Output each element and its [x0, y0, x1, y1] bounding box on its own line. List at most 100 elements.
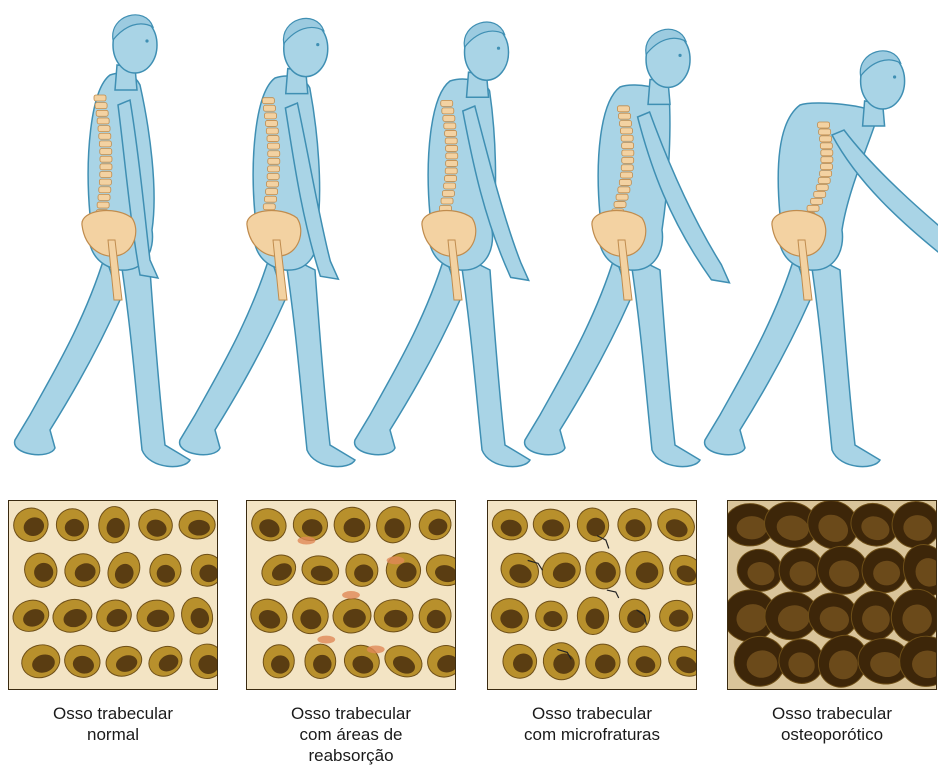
vertebra — [100, 156, 112, 162]
caption-line: com áreas de — [231, 724, 471, 745]
vertebra — [821, 164, 833, 170]
vertebra — [99, 187, 111, 193]
cavity-shadow — [188, 520, 210, 536]
posture-progression-illustration — [0, 0, 938, 480]
resorption-area — [298, 537, 316, 545]
vertebra — [442, 108, 454, 114]
vertebra — [99, 141, 111, 147]
vertebra — [814, 191, 826, 197]
caption-osteoporotic: Osso trabecular osteoporótico — [712, 703, 938, 745]
caption-microfracture: Osso trabecular com microfraturas — [472, 703, 712, 745]
cavity-shadow — [313, 655, 331, 674]
trabecular-bone-normal-image — [8, 500, 218, 690]
walking-figure — [180, 18, 355, 466]
vertebra — [267, 143, 279, 149]
vertebra — [265, 196, 277, 202]
vertebra — [446, 153, 458, 159]
vertebra — [811, 198, 823, 204]
caption-line: Osso trabecular — [231, 703, 471, 724]
back-leg — [525, 255, 630, 455]
vertebra — [821, 150, 833, 156]
front-leg — [285, 255, 355, 467]
vertebra — [820, 171, 832, 177]
vertebra — [619, 179, 631, 185]
caption-normal: Osso trabecular normal — [0, 703, 233, 745]
vertebra — [265, 120, 277, 126]
vertebra — [100, 164, 112, 170]
back-leg — [355, 255, 460, 455]
vertebra — [622, 150, 634, 156]
vertebra — [621, 135, 633, 141]
eye — [678, 54, 681, 57]
trabecular-bone-resorption-image — [246, 500, 456, 690]
vertebra — [263, 105, 275, 111]
caption-line: com microfraturas — [472, 724, 712, 745]
vertebra — [820, 143, 832, 149]
vertebra — [262, 98, 274, 104]
vertebra — [98, 126, 110, 132]
vertebra — [614, 202, 626, 208]
eye — [497, 47, 500, 50]
vertebra — [622, 143, 634, 149]
vertebra — [445, 175, 457, 181]
vertebra — [266, 128, 278, 134]
vertebra — [443, 115, 455, 121]
vertebra — [94, 95, 106, 101]
trabecular-bone-osteoporotic-image — [727, 500, 937, 690]
caption-resorption: Osso trabecular com áreas de reabsorção — [231, 703, 471, 766]
vertebra — [441, 198, 453, 204]
vertebra — [445, 138, 457, 144]
vertebra — [442, 190, 454, 196]
caption-line: Osso trabecular — [472, 703, 712, 724]
front-leg — [810, 255, 880, 467]
eye — [893, 75, 896, 78]
vertebra — [267, 136, 279, 142]
cavity-shadow — [65, 519, 84, 537]
vertebra — [618, 187, 630, 193]
vertebra — [267, 173, 279, 179]
vertebra — [100, 149, 112, 155]
eye — [145, 39, 148, 42]
vertebra — [445, 130, 457, 136]
vertebra — [820, 136, 832, 142]
vertebra — [445, 168, 457, 174]
walking-figure — [15, 15, 190, 467]
arm — [832, 130, 938, 290]
cavity-shadow — [737, 516, 767, 539]
vertebra — [620, 128, 632, 134]
vertebra — [268, 166, 280, 172]
vertebra — [446, 145, 458, 151]
vertebra — [617, 106, 629, 112]
vertebra — [807, 205, 819, 211]
vertebra — [819, 129, 831, 135]
front-leg — [630, 255, 700, 467]
front-leg — [120, 255, 190, 467]
walking-figure — [355, 22, 530, 467]
walking-figure — [705, 51, 938, 467]
vertebra — [444, 183, 456, 189]
vertebra — [266, 181, 278, 187]
caption-line: normal — [0, 724, 233, 745]
vertebra — [620, 172, 632, 178]
resorption-area — [317, 636, 335, 644]
vertebra — [96, 110, 108, 116]
walking-figure — [525, 29, 730, 466]
vertebra — [441, 100, 453, 106]
vertebra — [268, 151, 280, 157]
vertebra — [268, 158, 280, 164]
caption-line: reabsorção — [231, 745, 471, 766]
resorption-area — [387, 556, 405, 564]
vertebra — [97, 202, 109, 208]
vertebra — [821, 157, 833, 163]
vertebra — [818, 122, 830, 128]
back-leg — [180, 255, 285, 455]
vertebra — [816, 184, 828, 190]
back-leg — [705, 255, 810, 455]
resorption-area — [342, 591, 360, 599]
vertebra — [100, 171, 112, 177]
eye — [316, 43, 319, 46]
caption-line: Osso trabecular — [712, 703, 938, 724]
vertebra — [622, 157, 634, 163]
vertebra — [621, 165, 633, 171]
vertebra — [266, 189, 278, 195]
